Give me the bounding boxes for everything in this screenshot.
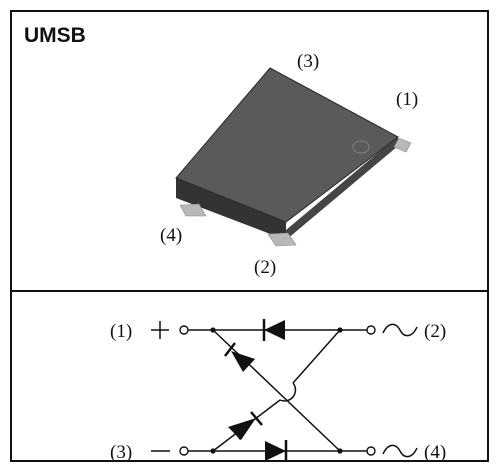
section-divider xyxy=(12,290,487,292)
terminal-pin2 xyxy=(366,325,376,335)
lead-pin2 xyxy=(267,232,297,247)
schematic-pin-label-3: (3) xyxy=(110,442,132,463)
wire-crossover-hop xyxy=(279,382,297,402)
package-pin-label-1: (1) xyxy=(396,89,418,110)
diode-bottom-icon xyxy=(265,441,286,461)
node-top-left xyxy=(210,327,216,333)
package-pin-label-3: (3) xyxy=(297,51,319,72)
terminal-pin4 xyxy=(366,446,376,456)
package-pin-label-4: (4) xyxy=(160,225,182,246)
package-top-face xyxy=(175,67,399,223)
terminal-pin1 xyxy=(179,325,189,335)
package-illustration xyxy=(175,67,412,247)
package-right-side xyxy=(286,136,398,240)
diagram-frame xyxy=(10,10,489,462)
package-front-face xyxy=(176,177,286,240)
bridge-schematic xyxy=(151,319,418,462)
diode-left-lower-bar xyxy=(250,411,263,426)
package-title: UMSB xyxy=(24,24,86,47)
terminal-pin3 xyxy=(179,446,189,456)
lead-pin4 xyxy=(179,203,207,217)
lead-pin1 xyxy=(393,137,412,153)
wire-cross-a-upper xyxy=(292,329,341,384)
diode-left-upper-bar xyxy=(224,342,236,357)
schematic-pin-label-2: (2) xyxy=(424,321,446,342)
ac-tilde-pin4-icon xyxy=(382,444,418,458)
node-top-right xyxy=(337,327,343,333)
node-bottom-left xyxy=(210,448,216,454)
node-bottom-right xyxy=(337,448,343,454)
diode-top-icon xyxy=(264,320,285,340)
diode-left-lower-icon xyxy=(228,418,256,440)
package-pin-label-2: (2) xyxy=(254,257,276,278)
diode-left-upper-icon xyxy=(231,351,255,372)
ac-tilde-pin2-icon xyxy=(382,323,418,337)
wire-cross-b xyxy=(212,329,341,452)
schematic-pin-label-4: (4) xyxy=(424,442,446,463)
pin1-marker-icon xyxy=(352,140,370,154)
schematic-pin-label-1: (1) xyxy=(110,321,132,342)
